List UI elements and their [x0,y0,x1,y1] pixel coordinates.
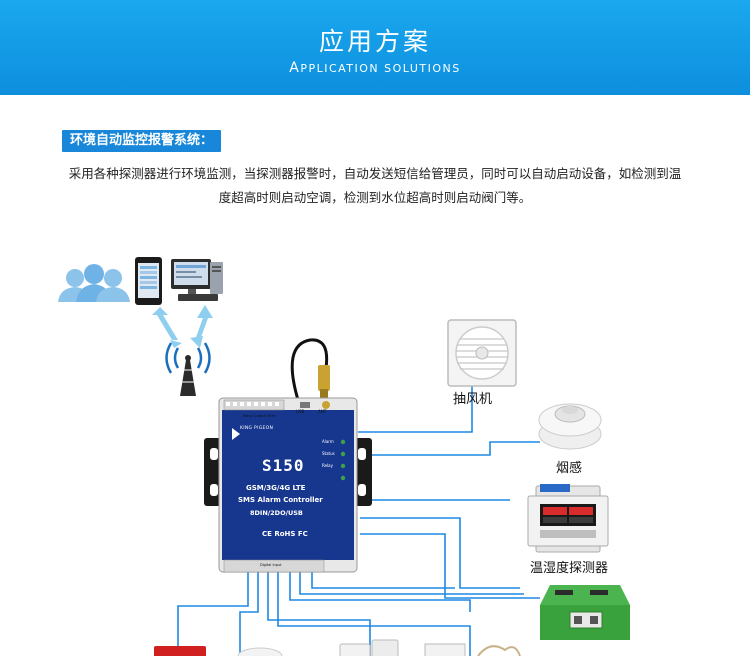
smoke-label: 烟感 [556,457,582,476]
ant-label: ANT [318,409,326,414]
smartphone-icon [135,257,162,305]
line-to-alarm-siren [178,572,248,656]
line-to-sensor-6 [300,572,524,594]
led-label-status: Status [322,451,335,456]
led-label-alarm: Alarm [322,439,334,444]
relay-label-text: Relay Output [243,414,266,418]
device-network: GSM/3G/4G LTE [246,484,305,492]
fan-label: 抽风机 [453,388,492,407]
line-to-detector [240,572,258,656]
smoke-detector-icon [539,404,601,449]
usb-label: USB [296,409,304,414]
exhaust-fan-icon [448,320,516,386]
computer-icon [171,259,223,301]
relay-output-label: Relay Output Term [243,414,276,418]
temp-humidity-sensor-icon [528,484,608,552]
tower-icon [167,343,210,396]
line-to-temp-sensor-2 [360,518,520,588]
users-icon [58,264,130,302]
line-to-sensor-7 [312,572,455,588]
device-io: 8DIN/2DO/USB [250,509,303,517]
water-sensor-icon [425,644,520,656]
line-to-sensor-5 [290,572,470,612]
signal-module-icon [540,585,630,640]
antenna-icon [292,340,330,400]
detector-icon [238,648,282,656]
device-brand: KING PIGEON [240,426,273,431]
arrow-icon [152,305,213,348]
siren-icon [154,646,206,656]
device-type: SMS Alarm Controller [238,496,323,504]
term-label-text: Term [267,414,275,418]
device-model: S150 [262,456,305,475]
led-label-relay: Relay [322,463,333,468]
temp-humidity-label: 温湿度探测器 [530,557,608,576]
digital-input-label: Digital Input [260,563,282,567]
line-to-door-sensor [268,572,370,656]
line-to-smoke [358,442,540,455]
device-certs: CE RoHS FC [262,530,308,538]
device-face: KING PIGEON S150 GSM/3G/4G LTE SMS Alarm… [222,410,354,560]
door-sensor-icon [340,640,398,656]
